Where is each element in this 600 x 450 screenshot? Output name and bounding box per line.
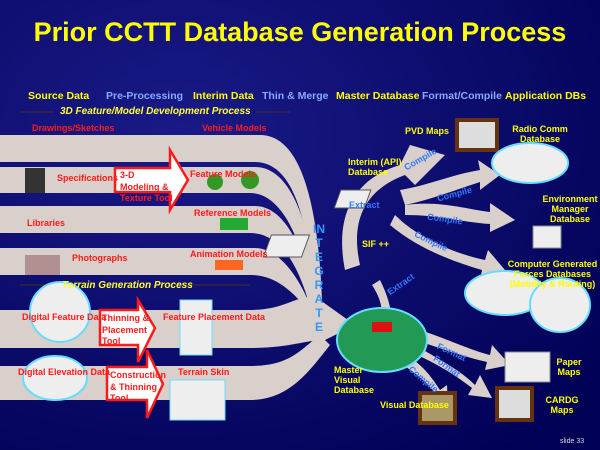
terrain-section-title: Terrain Generation Process xyxy=(62,280,193,291)
source-digital-elevation: Digital Elevation Data xyxy=(18,367,111,377)
sif-label: SIF ++ xyxy=(362,239,390,249)
source-libraries: Libraries xyxy=(27,218,66,228)
app-visual-database: Visual Database xyxy=(380,400,449,410)
thinning-tool-label: Thinning & Placement Tool xyxy=(102,313,149,347)
section-lines xyxy=(20,111,290,286)
interim-reference-models: Reference Models xyxy=(194,208,272,218)
feature-section-title: 3D Feature/Model Development Process xyxy=(60,106,251,117)
integrate-label: INTEGRATE xyxy=(313,222,325,335)
column-thin-merge: Thin & Merge xyxy=(262,90,329,102)
column-format-compile: Format/Compile xyxy=(422,90,502,102)
column-interim-data: Interim Data xyxy=(193,90,254,102)
slide-number: slide 33 xyxy=(560,438,585,445)
interim-vehicle-models: Vehicle Models xyxy=(202,123,267,133)
app-cardg-maps: CARDG Maps xyxy=(545,395,579,415)
interim-api-database: Interim (API) Database xyxy=(348,157,402,177)
modeling-tool-label: 3-D Modeling & Texture Tool xyxy=(120,170,173,204)
database-icons xyxy=(22,118,591,425)
interim-animation-models: Animation Models xyxy=(190,249,268,259)
interim-feature-placement: Feature Placement Data xyxy=(163,312,266,322)
app-environment-manager: Environment Manager Database xyxy=(542,194,598,224)
tool-arrows xyxy=(98,145,190,419)
interim-terrain-skin: Terrain Skin xyxy=(178,367,230,377)
source-specifications: Specifications xyxy=(57,173,119,183)
source-digital-feature: Digital Feature Data xyxy=(22,312,107,322)
slide-title: Prior CCTT Database Generation Process xyxy=(33,17,567,47)
app-cgf-databases: Computer Generated Forces Databases (Mob… xyxy=(507,259,598,289)
master-visual-database: Master Visual Database xyxy=(334,365,375,395)
column-pre-processing: Pre-Processing xyxy=(106,90,184,102)
extract-arrow-label-interim: Extract xyxy=(349,200,380,210)
column-master-database: Master Database xyxy=(336,90,420,102)
interim-feature-models: Feature Models xyxy=(190,169,257,179)
app-pvd-maps: PVD Maps xyxy=(405,126,450,136)
column-source-data: Source Data xyxy=(28,90,90,102)
app-paper-maps: Paper Maps xyxy=(556,357,582,377)
construction-tool-label: Construction & Thinning Tool xyxy=(110,370,166,404)
source-photographs: Photographs xyxy=(72,253,128,263)
source-drawings: Drawings/Sketches xyxy=(32,123,115,133)
app-radio-comm: Radio Comm Database xyxy=(512,124,568,144)
column-application-dbs: Application DBs xyxy=(505,90,587,102)
